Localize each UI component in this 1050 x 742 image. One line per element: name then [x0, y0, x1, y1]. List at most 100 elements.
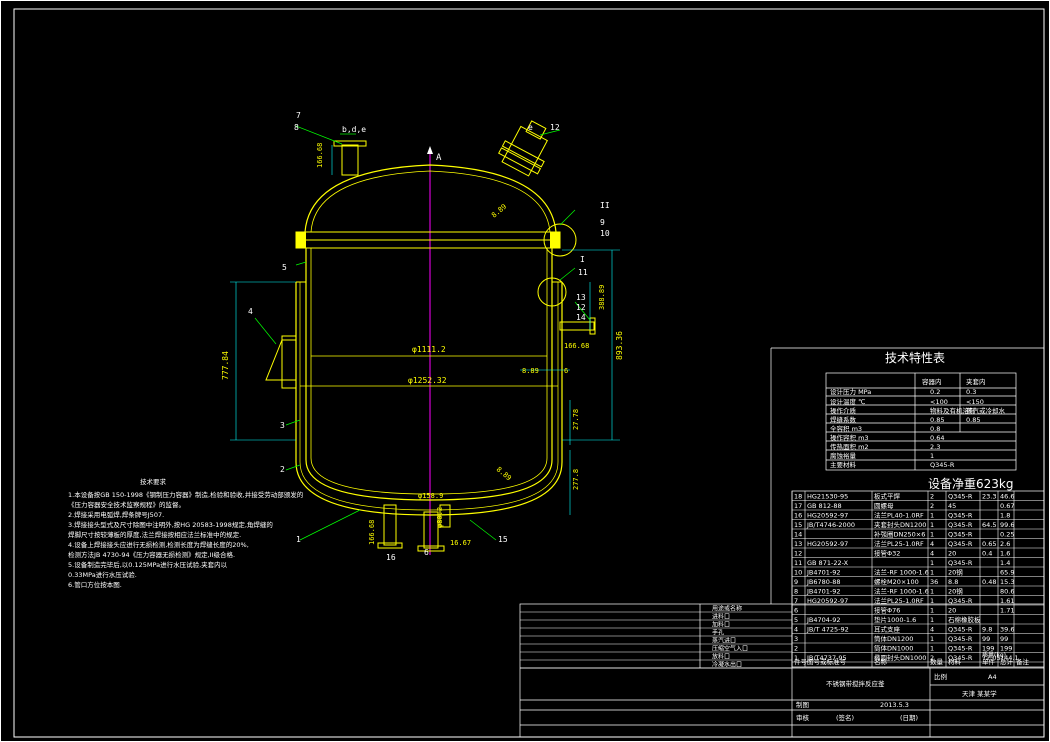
parts-cell: 20: [948, 607, 956, 615]
parts-cell: 199: [1000, 645, 1012, 653]
dim-outer-diameter: φ1252.32: [408, 376, 447, 385]
parts-cell: 6: [794, 607, 798, 615]
parts-cell: 20钢: [948, 588, 963, 596]
parts-cell: 圆螺母: [874, 501, 894, 510]
parts-cell: HG20592-97: [807, 597, 848, 605]
parts-cell: 0.25: [1000, 531, 1014, 539]
detail-circle-II: [543, 223, 577, 257]
parts-cell: 4: [930, 550, 934, 558]
parts-cell: 99.6: [1000, 521, 1014, 529]
parts-cell: 7: [794, 597, 798, 605]
inner-shell: [305, 248, 553, 501]
parts-cell: Q345-R: [948, 512, 973, 520]
parts-cell: JB4701-92: [806, 569, 841, 577]
dim-2778-a: 27.78: [572, 409, 580, 430]
parts-cell: 16: [794, 512, 802, 520]
parts-cell: 椭圆封头DN1000: [874, 653, 926, 662]
tech-cell: 0.8: [930, 425, 940, 433]
axis-arrow: [427, 146, 433, 154]
tech-cell: 0.85: [930, 416, 944, 424]
parts-cell: 5: [794, 616, 798, 624]
note-line: 《压力容器安全技术监察规程》的监督。: [68, 500, 185, 509]
parts-cell: 1: [930, 597, 934, 605]
tech-cell: 1: [930, 452, 934, 460]
parts-cell: 12: [794, 550, 802, 558]
bottom-nozzle-center-flange: [417, 545, 445, 552]
manhole-nozzle: [498, 120, 549, 177]
parts-cell: Q345-R: [948, 654, 973, 662]
note-line: 2.焊接采用电弧焊,焊条牌号J507.: [68, 510, 164, 519]
parts-cell: GB 812-88: [807, 502, 842, 510]
tech-notes: 技术要求 1.本设备按GB 150-1998《钢制压力容器》制造,检验和验收,并…: [68, 477, 304, 589]
label-3: 3: [280, 421, 285, 430]
parts-cell: 23.3: [982, 493, 996, 501]
parts-cell: 1: [930, 588, 934, 596]
dim-inner-diameter: φ1111.2: [412, 345, 446, 354]
scale-label: 比例: [934, 672, 947, 681]
parts-cell: 2.6: [1000, 540, 1010, 548]
parts-cell: Q345-R: [948, 493, 973, 501]
tech-header-inner: 容器内: [922, 377, 942, 386]
parts-cell: Q345-R: [948, 626, 973, 634]
parts-cell: 144.1: [1000, 654, 1019, 662]
dim-height-right: 893.36: [615, 331, 624, 360]
tech-table: 技术特性表 容器内 夹套内: [885, 350, 986, 386]
tech-cell: 0.85: [966, 416, 980, 424]
label-I: I: [580, 255, 585, 264]
parts-cell: 筒体DN1200: [874, 634, 913, 643]
nozzle-name: 冷凝水出口: [712, 661, 742, 669]
parts-cell: 1.4: [1000, 559, 1010, 567]
side-nozzle-right: [559, 321, 595, 331]
bottom-nozzle-right: [439, 504, 451, 528]
label-11: 11: [578, 268, 588, 277]
parts-cell: 1.8: [1000, 512, 1010, 520]
dim-6: 6: [564, 367, 568, 375]
parts-cell: Q345-R: [948, 540, 973, 548]
flange-bolt-left: [296, 232, 306, 248]
tech-cell: 0.64: [930, 434, 944, 442]
parts-cell: 1: [930, 635, 934, 643]
parts-cell: 2: [930, 654, 934, 662]
nozzle-left-flange: [333, 140, 367, 147]
parts-cell: 3: [794, 635, 798, 643]
sign-label: (签名): [836, 713, 854, 722]
parts-cell: 4: [930, 540, 934, 548]
label-16: 16: [386, 553, 396, 562]
tech-cell: 主要材料: [830, 460, 857, 469]
parts-cell: Q345-R: [948, 521, 973, 529]
tech-cell: 操作介质: [830, 406, 857, 415]
draw-label: 制图: [796, 700, 809, 709]
parts-header: 图号或标准号: [807, 657, 847, 666]
label-14: 14: [576, 313, 586, 322]
label-9: 9: [600, 218, 605, 227]
parts-cell: 0.67: [1000, 502, 1014, 510]
dim-889-head: 8.89: [495, 465, 513, 482]
school-name: 天津 某某学: [962, 689, 997, 698]
nozzle-name: 用途或名称: [712, 605, 742, 613]
parts-header: 总计: [1000, 657, 1014, 666]
parts-cell: 46.6: [1000, 493, 1014, 501]
parts-cell: 9.8: [982, 626, 992, 634]
label-II: II: [600, 201, 610, 210]
parts-cell: 20: [948, 550, 956, 558]
nozzle-left-top: [341, 144, 359, 176]
parts-cell: JB4701-92: [806, 588, 841, 596]
parts-cell: 筒体DN1000: [874, 644, 913, 653]
parts-cell: 1: [930, 559, 934, 567]
parts-cell: 15.3: [1000, 578, 1014, 586]
parts-cell: 1: [930, 521, 934, 529]
label-10: 10: [600, 229, 610, 238]
notes-title: 技术要求: [140, 477, 167, 486]
parts-cell: JB/T4737-95: [806, 654, 847, 662]
parts-header: 材料: [948, 657, 962, 666]
nozzle-labels: 7 8 b,d,e e 12 II 9 10 11 I 5 4 3 2 1 13…: [248, 111, 610, 562]
jacket: [295, 282, 563, 516]
parts-cell: 接管Φ76: [874, 606, 900, 615]
label-4: 4: [248, 307, 253, 316]
bottom-nozzle-center: [423, 511, 439, 549]
parts-cell: 板式平焊: [874, 492, 901, 501]
parts-cell: 1: [930, 645, 934, 653]
